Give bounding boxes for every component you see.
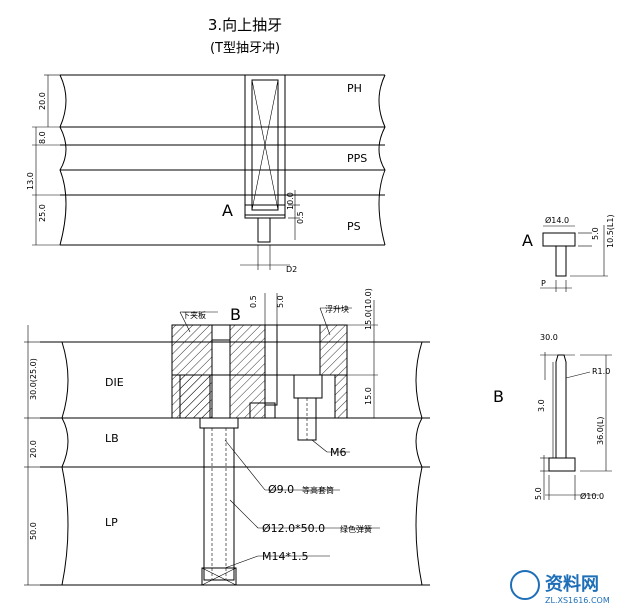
callout-m14: M14*1.5 [262, 550, 308, 563]
dim-top-05: 0.5 [296, 211, 305, 224]
point-label-a: A [222, 201, 233, 220]
callout-phi12: Ø12.0*50.0 [262, 522, 325, 535]
callout-lower-clamp: 下夹板 [182, 310, 206, 320]
callout-phi9: Ø9.0 [268, 483, 294, 496]
callout-phi12-note: 绿色弹簧 [340, 524, 372, 534]
dim-bottom-50: 50.0 [29, 522, 38, 540]
dim-bottom-15-top: 15.0(10.0) [364, 288, 373, 330]
detail-b-30: 30.0 [540, 333, 558, 342]
dim-bottom-05: 0.5 [249, 295, 258, 308]
dim-bottom-15-right: 15.0 [364, 387, 373, 405]
plate-label-lp: LP [105, 516, 118, 529]
plate-label-pps: PPS [347, 152, 367, 165]
detail-a-dia: Ø14.0 [545, 215, 569, 225]
dim-bottom-5: 5.0 [276, 295, 285, 308]
watermark-url: ZL.XS1616.COM [545, 596, 610, 605]
dim-top-10: 10.0 [286, 192, 295, 210]
plate-label-ph: PH [347, 82, 362, 95]
callout-m6: M6 [330, 446, 347, 459]
detail-b-36: 36.0(L) [596, 416, 605, 445]
dim-d2: D2 [286, 265, 297, 274]
drawing-title: 3.向上抽牙 [208, 16, 282, 34]
detail-b-label: B [493, 387, 504, 406]
detail-a-p: P [541, 279, 546, 288]
plate-label-ps: PS [347, 220, 361, 233]
dim-top-13: 13.0 [26, 172, 35, 190]
detail-b: B 30.0 R1.0 3.0 36.0(L) 5.0 Ø10.0 [493, 333, 612, 501]
detail-a: A Ø14.0 5.0 10.5(L1) P [522, 214, 615, 292]
dim-bottom-30: 30.0(25.0) [29, 358, 38, 400]
callout-phi9-note: 等高套筒 [302, 485, 334, 495]
top-view: PH PPS PS 20.0 8.0 13.0 25.0 10.0 0.5 A [26, 74, 386, 274]
detail-a-thk: 5.0 [591, 227, 600, 240]
bottom-view: DIE LB LP 30.0(25.0) 20.0 50.0 0.5 5.0 1… [24, 288, 430, 586]
callout-lift-block: 浮升块 [325, 304, 349, 314]
detail-a-l1: 10.5(L1) [606, 214, 615, 248]
watermark-text: 资料网 [545, 573, 599, 595]
point-label-b: B [230, 305, 241, 324]
dim-top-25: 25.0 [38, 204, 47, 222]
plate-label-lb: LB [105, 432, 119, 445]
dim-bottom-20: 20.0 [29, 440, 38, 458]
watermark: 资料网 ZL.XS1616.COM [510, 570, 610, 605]
detail-b-r1: R1.0 [592, 367, 610, 376]
detail-b-3: 3.0 [537, 399, 546, 412]
drawing-subtitle: (T型抽牙冲) [210, 41, 280, 56]
detail-b-5: 5.0 [534, 487, 543, 500]
detail-a-label: A [522, 231, 533, 250]
plate-label-die: DIE [105, 376, 124, 389]
dim-top-8: 8.0 [38, 131, 47, 144]
dim-top-20: 20.0 [38, 92, 47, 110]
detail-b-dia: Ø10.0 [580, 491, 604, 501]
watermark-logo-icon [510, 570, 540, 600]
